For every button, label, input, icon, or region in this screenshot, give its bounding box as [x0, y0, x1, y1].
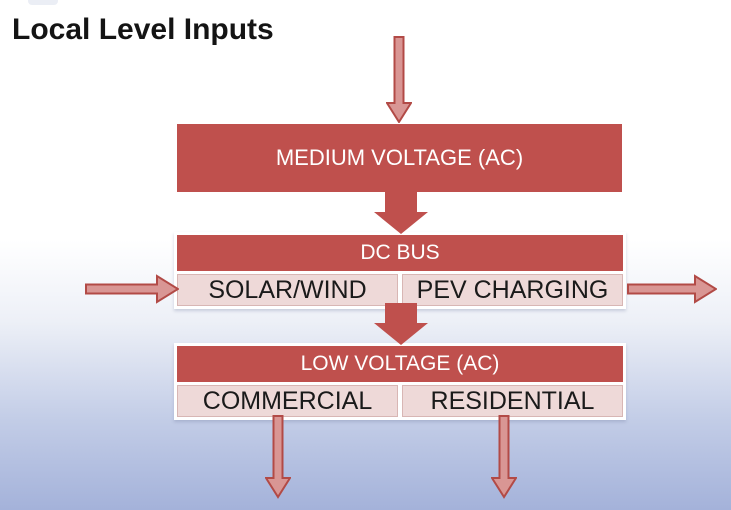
medium-voltage-box: MEDIUM VOLTAGE (AC) — [177, 124, 622, 192]
cell-pev-charging: PEV CHARGING — [402, 274, 623, 306]
dc-bus-row: SOLAR/WIND PEV CHARGING — [177, 274, 623, 306]
arrow-down-dcbus-to-lowvoltage-icon — [374, 303, 428, 345]
medium-voltage-label: MEDIUM VOLTAGE (AC) — [275, 145, 524, 170]
dc-bus-header: DC BUS — [177, 235, 623, 271]
arrow-down-residential-output-icon — [491, 415, 517, 499]
arrow-down-grid-input-icon — [386, 36, 412, 123]
cell-commercial: COMMERCIAL — [177, 385, 398, 417]
cell-residential: RESIDENTIAL — [402, 385, 623, 417]
low-voltage-row: COMMERCIAL RESIDENTIAL — [177, 385, 623, 417]
arrow-right-input-solar-wind-icon — [85, 274, 179, 304]
clipped-logo-fragment — [28, 0, 58, 5]
low-voltage-table: LOW VOLTAGE (AC) COMMERCIAL RESIDENTIAL — [174, 343, 626, 420]
arrow-right-output-pev-icon — [627, 274, 717, 304]
cell-solar-wind: SOLAR/WIND — [177, 274, 398, 306]
arrow-down-commercial-output-icon — [265, 415, 291, 499]
slide-title: Local Level Inputs — [12, 13, 274, 46]
dc-bus-table: DC BUS SOLAR/WIND PEV CHARGING — [174, 232, 626, 309]
low-voltage-header: LOW VOLTAGE (AC) — [177, 346, 623, 382]
arrow-down-medium-to-dcbus-icon — [374, 192, 428, 234]
